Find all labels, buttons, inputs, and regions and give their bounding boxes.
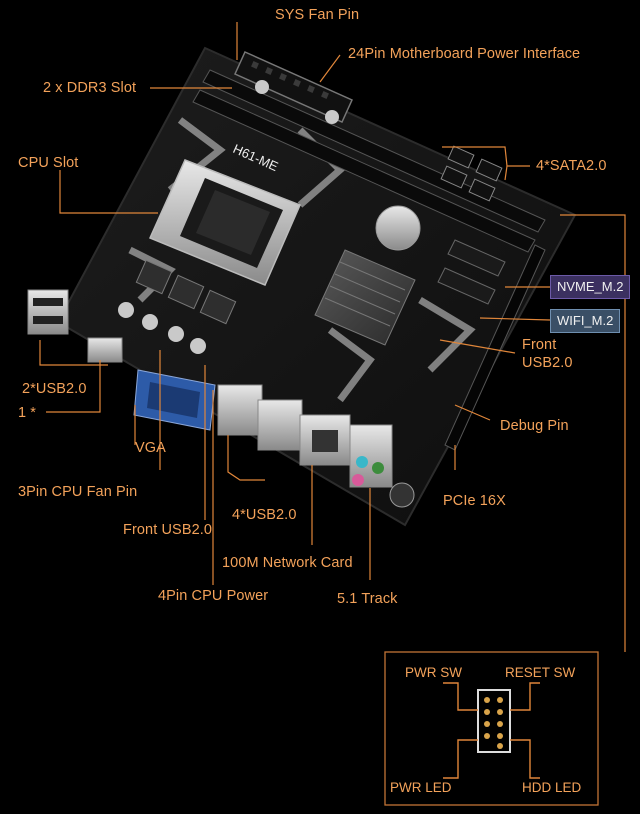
label-pwr-sw: PWR SW	[405, 665, 462, 680]
label-51-track: 5.1 Track	[337, 591, 398, 607]
label-wifi-m2: WIFI_M.2	[550, 309, 621, 333]
chipset-heatsink	[314, 249, 416, 346]
label-sys-fan-pin: SYS Fan Pin	[275, 7, 360, 23]
front-panel-header	[443, 682, 540, 779]
label-hdd-led: HDD LED	[522, 780, 582, 795]
vrm-chokes	[135, 259, 237, 325]
label-front-usb-right-line1: Front	[522, 337, 557, 353]
lan-port	[299, 414, 351, 466]
rear-usb-left	[27, 289, 69, 335]
label-4-usb2: 4*USB2.0	[232, 507, 297, 523]
front-panel-box	[384, 651, 599, 806]
label-one-star: 1 *	[18, 405, 37, 421]
label-front-usb-bottom: Front USB2.0	[123, 522, 213, 538]
label-24pin-power: 24Pin Motherboard Power Interface	[348, 46, 581, 62]
label-reset-sw: RESET SW	[505, 665, 576, 680]
sata-ports	[440, 145, 503, 202]
callout-lines	[39, 22, 626, 652]
cmos-battery	[375, 205, 421, 251]
m2-slots	[437, 239, 506, 305]
display-port	[87, 337, 123, 363]
rear-usb-bottom	[217, 384, 303, 451]
label-vga: VGA	[135, 440, 166, 456]
label-usb2-left: 2*USB2.0	[22, 381, 87, 397]
label-pcie-16x: PCIe 16X	[443, 493, 506, 509]
label-4pin-cpu-power: 4Pin CPU Power	[158, 588, 269, 604]
audio-jacks	[349, 424, 393, 488]
ps2-port	[389, 482, 415, 508]
label-cpu-slot: CPU Slot	[18, 155, 79, 171]
label-front-usb-right-line2: USB2.0	[522, 355, 573, 371]
capacitors	[118, 80, 339, 354]
power-24pin-connector	[234, 51, 353, 123]
label-sata: 4*SATA2.0	[536, 158, 607, 174]
label-nvme-m2: NVME_M.2	[550, 275, 631, 299]
label-pwr-led: PWR LED	[390, 780, 452, 795]
label-100m-network: 100M Network Card	[222, 555, 353, 571]
label-3pin-cpu-fan: 3Pin CPU Fan Pin	[18, 484, 138, 500]
label-debug-pin: Debug Pin	[500, 418, 569, 434]
label-ddr3-slot: 2 x DDR3 Slot	[43, 80, 137, 96]
cpu-socket	[148, 159, 301, 286]
ddr3-slots	[192, 69, 546, 253]
